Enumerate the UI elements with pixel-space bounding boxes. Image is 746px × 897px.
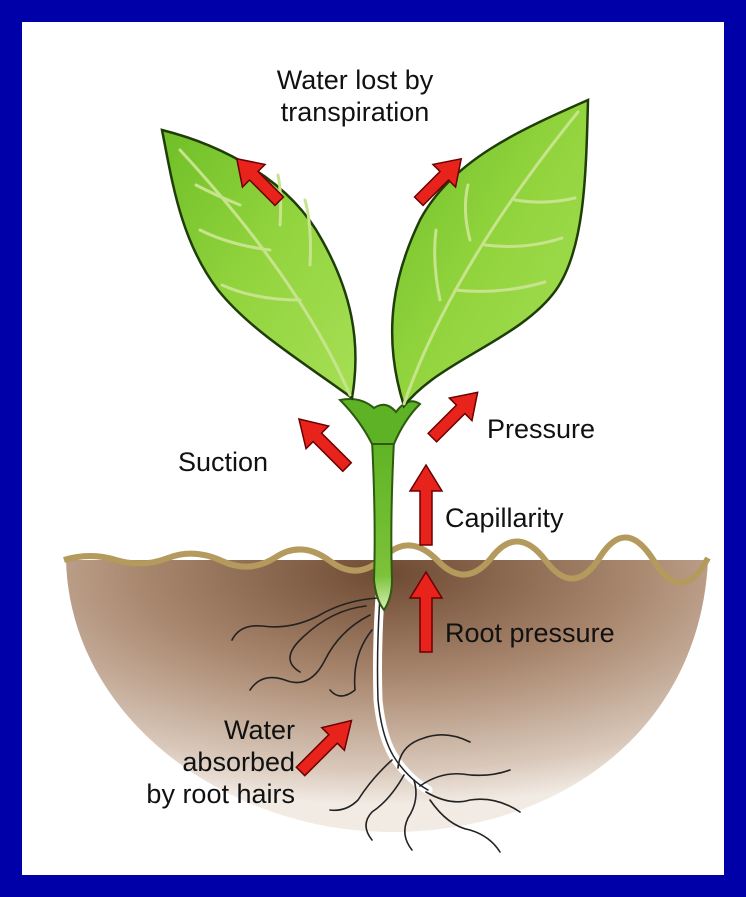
stem [372,440,394,610]
label-absorbed-line1: Water [95,714,295,746]
label-transpiration-line1: Water lost by [230,64,480,96]
label-transpiration-line2: transpiration [230,96,480,128]
label-transpiration: Water lost by transpiration [230,64,480,128]
label-absorbed-line2: absorbed [95,746,295,778]
arrow-suction [288,408,359,479]
label-pressure: Pressure [487,413,595,445]
arrow-capillarity [410,465,442,545]
label-water-absorbed: Water absorbed by root hairs [95,714,295,810]
label-suction: Suction [178,446,268,478]
label-root-pressure: Root pressure [445,617,615,649]
arrow-pressure [421,381,489,449]
stem-node [340,399,420,444]
label-capillarity: Capillarity [445,502,564,534]
label-absorbed-line3: by root hairs [95,778,295,810]
